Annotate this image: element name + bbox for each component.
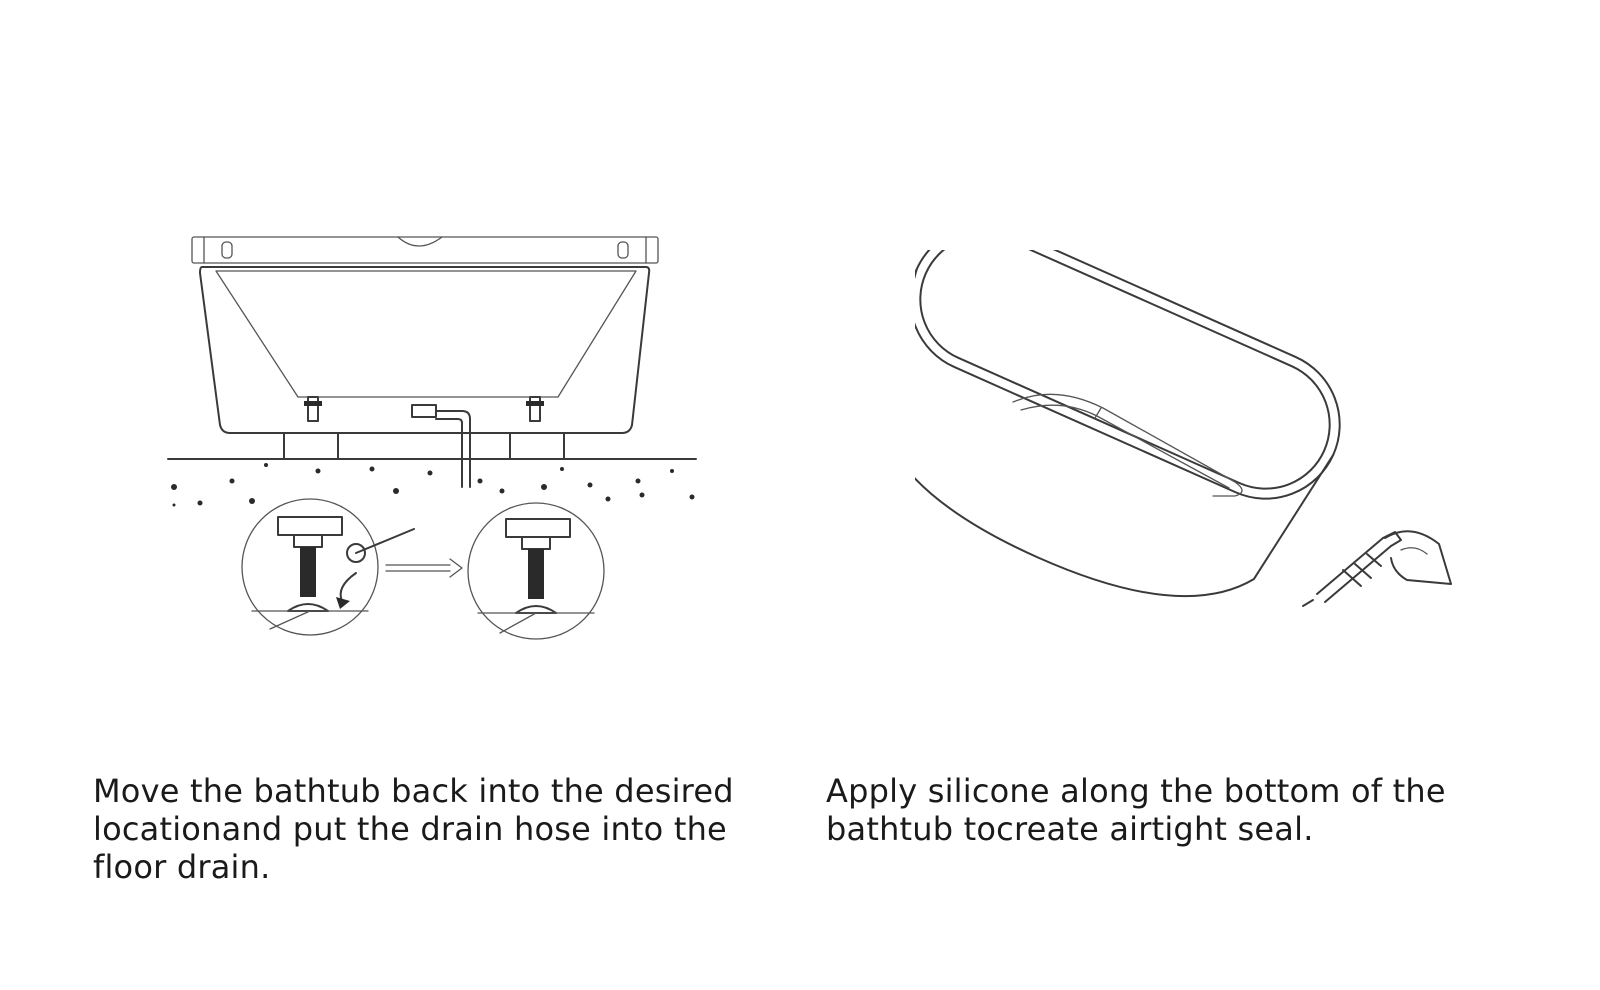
- step1-caption: Move the bathtub back into the desired l…: [93, 772, 734, 886]
- step1-illustration: [160, 225, 730, 665]
- bathtub-shell: [915, 250, 1341, 598]
- step2-illustration: [915, 250, 1495, 660]
- hand: [1384, 530, 1452, 585]
- spirit-level: [191, 236, 659, 264]
- support-blocks: [283, 432, 565, 460]
- transition-arrow: [385, 558, 463, 578]
- bathtub-perspective-drawing: [915, 250, 1452, 607]
- drain-hose: [411, 404, 471, 488]
- floor: [167, 458, 697, 507]
- detail-adjust-foot-after: [467, 502, 605, 640]
- step2-caption: Apply silicone along the bottom of the b…: [826, 772, 1446, 848]
- bathtub-side-view-drawing: [167, 236, 697, 640]
- detail-adjust-foot-before: [241, 498, 415, 636]
- silicone-gun: [1302, 531, 1402, 607]
- bathtub-inner-floor: [1012, 393, 1243, 497]
- adjustable-feet: [304, 396, 544, 422]
- bathtub-body: [199, 266, 651, 434]
